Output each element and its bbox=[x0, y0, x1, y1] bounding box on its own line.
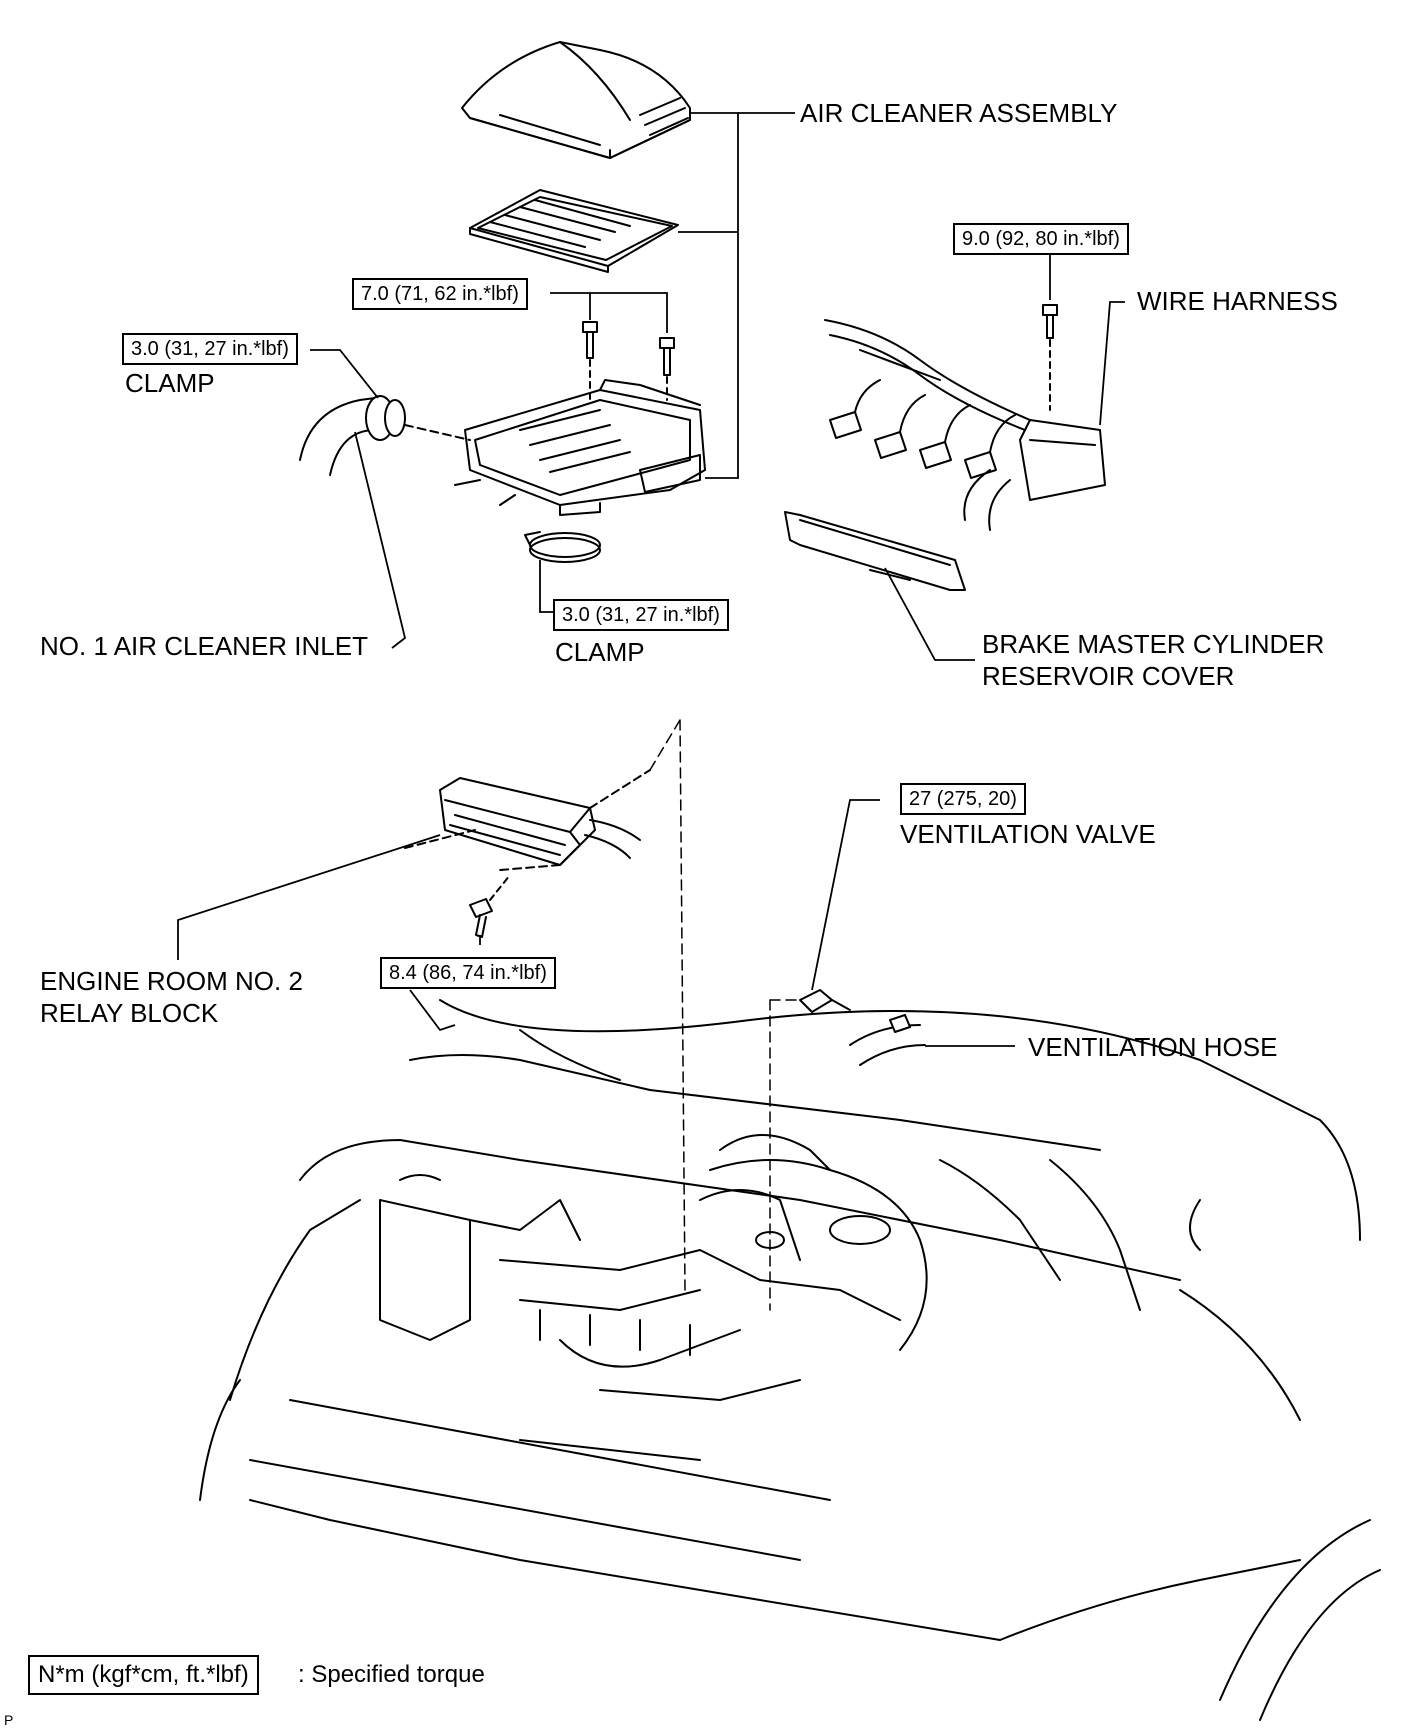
label-clamp-bottom: CLAMP bbox=[555, 637, 645, 667]
relay-block-drawing bbox=[404, 769, 651, 938]
page-code: P bbox=[4, 1712, 14, 1728]
air-cleaner-cap-drawing bbox=[461, 41, 691, 159]
brake-reservoir-cover-drawing bbox=[784, 511, 966, 591]
vehicle-engine-bay-drawing bbox=[199, 999, 1381, 1721]
label-clamp-left: CLAMP bbox=[125, 368, 215, 398]
wire-harness-drawing bbox=[824, 304, 1106, 531]
torque-box-air-cleaner-bolts: 7.0 (71, 62 in.*lbf) bbox=[352, 278, 528, 310]
label-brake-cover-line2: RESERVOIR COVER bbox=[982, 661, 1235, 691]
label-no1-air-cleaner-inlet: NO. 1 AIR CLEANER INLET bbox=[40, 631, 368, 661]
label-wire-harness: WIRE HARNESS bbox=[1137, 286, 1338, 316]
legend-torque-unit-box: N*m (kgf*cm, ft.*lbf) bbox=[28, 1655, 259, 1695]
label-relay-block-line2: RELAY BLOCK bbox=[40, 998, 219, 1028]
bottom-clamp-drawing bbox=[524, 531, 601, 563]
ventilation-valve-drawing bbox=[799, 989, 926, 1066]
torque-box-clamp-left: 3.0 (31, 27 in.*lbf) bbox=[122, 333, 298, 365]
label-ventilation-valve: VENTILATION VALVE bbox=[900, 819, 1156, 849]
label-ventilation-hose: VENTILATION HOSE bbox=[1028, 1032, 1278, 1062]
inlet-hose-drawing bbox=[299, 395, 471, 476]
air-filter-element-drawing bbox=[469, 189, 679, 273]
torque-box-ventilation-valve: 27 (275, 20) bbox=[900, 783, 1026, 815]
torque-box-wire-harness-bolt: 9.0 (92, 80 in.*lbf) bbox=[953, 223, 1129, 255]
torque-box-clamp-bottom: 3.0 (31, 27 in.*lbf) bbox=[553, 599, 729, 631]
label-brake-cover-line1: BRAKE MASTER CYLINDER bbox=[982, 629, 1325, 659]
legend-torque-meaning: : Specified torque bbox=[298, 1661, 485, 1688]
label-relay-block-line1: ENGINE ROOM NO. 2 bbox=[40, 966, 303, 996]
air-cleaner-bolts-drawing bbox=[582, 321, 675, 401]
air-cleaner-case-drawing bbox=[454, 379, 706, 516]
guide-lines bbox=[649, 719, 801, 1311]
torque-box-relay-block-bolt: 8.4 (86, 74 in.*lbf) bbox=[380, 957, 556, 989]
label-air-cleaner-assembly: AIR CLEANER ASSEMBLY bbox=[800, 98, 1118, 128]
